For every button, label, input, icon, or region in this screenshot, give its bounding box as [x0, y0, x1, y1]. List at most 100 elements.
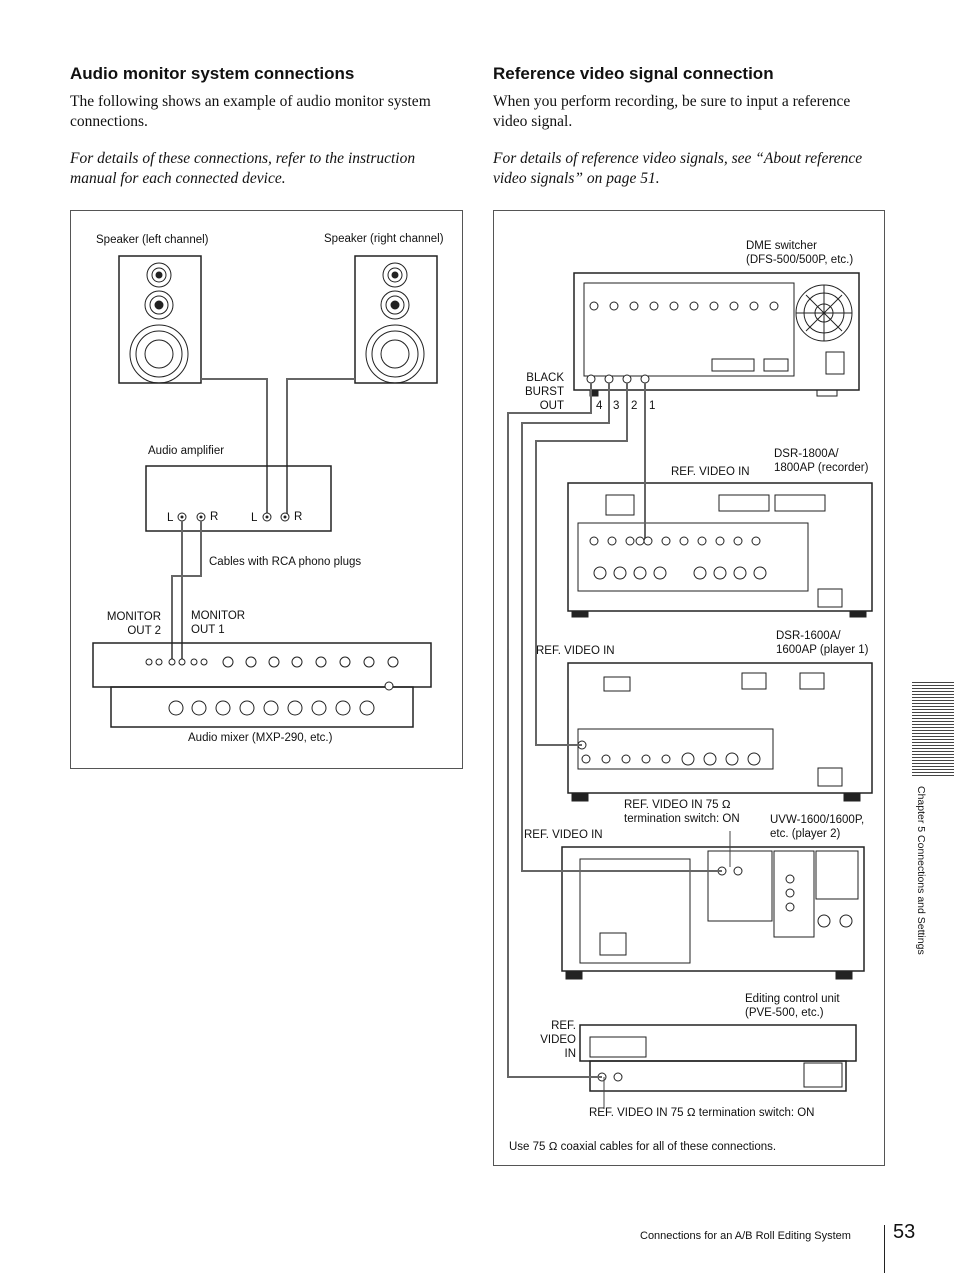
- port-1: 1: [649, 400, 656, 412]
- uvw-label: UVW-1600/1600P, etc. (player 2): [770, 813, 864, 841]
- left-heading: Audio monitor system connections: [70, 64, 355, 83]
- connector-port: [384, 681, 394, 691]
- connector-port: [681, 752, 695, 766]
- connector-port: [601, 754, 611, 764]
- connector-port: [589, 301, 599, 311]
- connector-port: [607, 536, 617, 546]
- dsr1800-recorder-icon: [567, 482, 873, 618]
- connector-port: [222, 656, 234, 668]
- connector-port: [168, 658, 176, 666]
- port-2: 2: [631, 400, 638, 412]
- right-heading: Reference video signal connection: [493, 64, 774, 83]
- page-number: 53: [893, 1221, 916, 1243]
- connector-port: [191, 700, 207, 716]
- ref-termination-line2: termination switch: ON: [624, 813, 740, 825]
- left-note: For details of these connections, refer …: [70, 150, 416, 187]
- speaker-right-label: Speaker (right channel): [324, 233, 444, 245]
- connector-port: [609, 301, 619, 311]
- ref-video-in-recorder: REF. VIDEO IN: [671, 466, 750, 478]
- connector-port: [749, 301, 759, 311]
- port-4: 4: [596, 400, 603, 412]
- chapter-side-tab: Chapter 5 Connections and Settings: [915, 786, 927, 955]
- right-speaker-icon: [354, 255, 438, 384]
- speaker-left-label: Speaker (left channel): [96, 234, 209, 246]
- connector-port: [753, 566, 767, 580]
- connector-port: [669, 301, 679, 311]
- ref-video-in-player2: REF. VIDEO IN: [524, 829, 603, 841]
- connector-port: [733, 536, 743, 546]
- reference-cables: [507, 383, 722, 1078]
- left-intro: The following shows an example of audio …: [70, 93, 431, 130]
- connector-port: [190, 658, 198, 666]
- footer-divider: [884, 1225, 885, 1273]
- dme-label-line2: (DFS-500/500P, etc.): [746, 254, 854, 266]
- ref-video-in-player1: REF. VIDEO IN: [536, 645, 615, 657]
- amp-r2-label: R: [294, 511, 303, 523]
- dsr1800-label: DSR-1800A/ 1800AP (recorder): [774, 447, 868, 475]
- connector-port: [581, 754, 591, 764]
- dsr1800-line1: DSR-1800A/: [774, 448, 839, 460]
- connector-port: [359, 700, 375, 716]
- connector-port: [785, 874, 795, 884]
- dsr1600-label: DSR-1600A/ 1600AP (player 1): [776, 629, 868, 657]
- connector-port: [817, 914, 831, 928]
- editor-label: Editing control unit (PVE-500, etc.): [745, 992, 840, 1020]
- connector-port: [621, 754, 631, 764]
- connector-port: [693, 566, 707, 580]
- connector-port: [785, 902, 795, 912]
- amp-r1-label: R: [210, 511, 219, 523]
- right-note: For details of reference video signals, …: [493, 150, 863, 187]
- connector-port: [215, 700, 231, 716]
- connector-port: [291, 656, 303, 668]
- dsr1800-line2: 1800AP (recorder): [774, 462, 869, 474]
- uvw-line1: UVW-1600/1600P,: [770, 814, 865, 826]
- reference-diagram-drawing: [507, 272, 873, 1109]
- connector-port: [633, 566, 647, 580]
- dme-label-line1: DME switcher: [746, 240, 817, 252]
- audio-diagram-drawing: [92, 255, 438, 728]
- connector-port: [641, 754, 651, 764]
- port-3: 3: [613, 400, 620, 412]
- connector-port: [178, 658, 186, 666]
- connector-port: [839, 914, 853, 928]
- connector-port: [263, 700, 279, 716]
- connector-port: [661, 754, 671, 764]
- mixer-ports: [145, 656, 399, 716]
- connector-port: [733, 566, 747, 580]
- dsr1600-line1: DSR-1600A/: [776, 630, 841, 642]
- amp-l2-label: L: [251, 512, 258, 524]
- black-burst-line2: BURST: [525, 386, 564, 398]
- connector-port: [629, 301, 639, 311]
- ref-editor-line2: VIDEO: [540, 1034, 576, 1046]
- connector-port: [155, 658, 163, 666]
- connector-port: [268, 656, 280, 668]
- audio-monitor-diagram: Speaker (left channel) Speaker (right ch…: [70, 210, 463, 769]
- editor-line2: (PVE-500, etc.): [745, 1007, 824, 1019]
- connector-port: [287, 700, 303, 716]
- ref-termination-label: REF. VIDEO IN 75 Ω termination switch: O…: [624, 798, 740, 826]
- connector-port: [769, 301, 779, 311]
- ref-editor-line3: IN: [564, 1048, 577, 1060]
- connector-port: [697, 536, 707, 546]
- connector-port: [589, 536, 599, 546]
- monitor-out1-label: MONITOR OUT 1: [191, 610, 246, 636]
- connector-port: [709, 301, 719, 311]
- connector-port: [239, 700, 255, 716]
- amplifier-label: Audio amplifier: [148, 445, 225, 457]
- connector-port: [315, 656, 327, 668]
- uvw1600-player2-icon: [561, 846, 865, 980]
- connector-port: [339, 656, 351, 668]
- dme-switcher-icon: [573, 272, 860, 397]
- connector-port: [661, 536, 671, 546]
- reference-video-diagram: DME switcher (DFS-500/500P, etc.) BLACK …: [493, 210, 885, 1166]
- connector-port: [653, 566, 667, 580]
- dsr1600-player1-icon: [567, 662, 873, 802]
- connector-port: [200, 658, 208, 666]
- connector-port: [335, 700, 351, 716]
- ref-termination-line1: REF. VIDEO IN 75 Ω: [624, 799, 731, 811]
- connector-port: [751, 536, 761, 546]
- connector-port: [311, 700, 327, 716]
- connector-port: [387, 656, 399, 668]
- connector-port: [625, 536, 635, 546]
- connector-port: [689, 301, 699, 311]
